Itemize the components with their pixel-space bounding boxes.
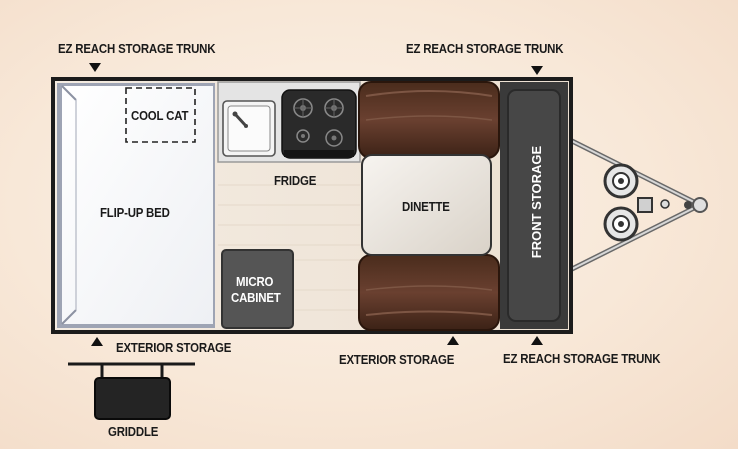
arrow-up-icon xyxy=(447,336,459,345)
flip-up-bed-label: FLIP-UP BED xyxy=(100,205,170,220)
trunk-top-right-label: EZ REACH STORAGE TRUNK xyxy=(406,41,564,56)
fridge-label: FRIDGE xyxy=(274,173,317,188)
arrow-down-icon xyxy=(531,66,543,75)
battery-box xyxy=(637,197,653,213)
propane-tank-icon xyxy=(603,163,639,199)
trunk-bottom-right-label: EZ REACH STORAGE TRUNK xyxy=(503,351,661,366)
micro-cabinet-label-line2: CABINET xyxy=(231,290,281,305)
flip-up-bed xyxy=(57,83,215,328)
stove xyxy=(281,89,357,159)
burner-icon xyxy=(324,98,344,118)
micro-cabinet-label-line1: MICRO xyxy=(236,274,274,289)
trunk-left-label: EZ REACH STORAGE TRUNK xyxy=(58,41,216,56)
front-storage xyxy=(500,82,568,329)
dinette-table xyxy=(361,154,492,256)
floor-planks xyxy=(218,184,360,311)
front-storage-label: FRONT STORAGE xyxy=(529,145,544,258)
arrow-up-icon xyxy=(91,337,103,346)
burner-icon xyxy=(293,98,313,118)
micro-cabinet xyxy=(221,249,294,329)
griddle-label: GRIDDLE xyxy=(108,424,159,439)
burner-icon xyxy=(296,129,310,143)
galley-counter xyxy=(217,81,361,163)
arrow-up-icon xyxy=(531,336,543,345)
faucet-icon xyxy=(232,111,248,128)
trailer-tongue xyxy=(568,137,708,273)
burner-icon xyxy=(325,129,343,147)
propane-tank-icon xyxy=(603,206,639,242)
cool-cat-outline xyxy=(125,87,196,143)
dinette-seat-top xyxy=(358,81,500,159)
cool-cat-label: COOL CAT xyxy=(131,108,189,123)
dinette-label: DINETTE xyxy=(402,199,450,214)
exterior-storage-left-label: EXTERIOR STORAGE xyxy=(116,340,232,355)
dinette-seat-bottom xyxy=(358,254,500,331)
exterior-storage-center-label: EXTERIOR STORAGE xyxy=(339,352,455,367)
arrow-down-icon xyxy=(89,63,101,72)
griddle xyxy=(68,362,195,420)
